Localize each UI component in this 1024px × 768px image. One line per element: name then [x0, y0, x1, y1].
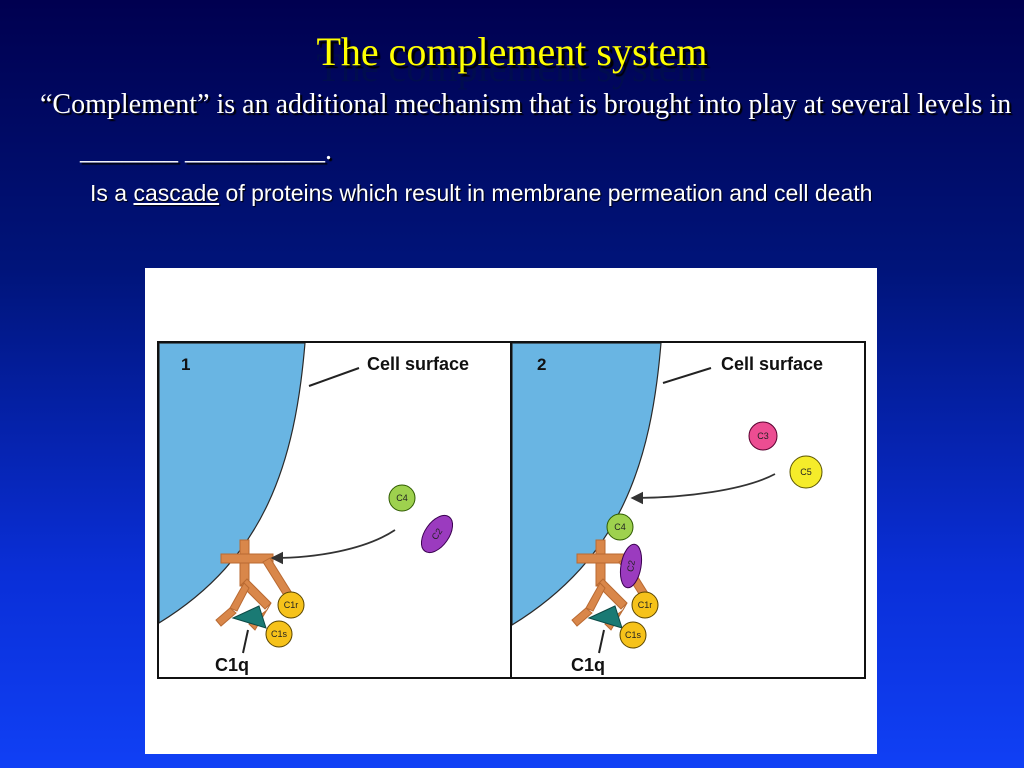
surface-pointer-line	[662, 367, 712, 384]
c5-label: C5	[800, 467, 812, 477]
main-bullet: “Complement” is an additional mechanism …	[40, 89, 1012, 166]
binding-arrow	[270, 529, 396, 565]
title-shadow: The complement system	[316, 45, 708, 90]
c1q-head	[231, 605, 267, 629]
panel-1: 1 Cell surface C1q C1r	[159, 343, 469, 675]
slide-title: The complement system	[316, 29, 708, 74]
cell-surface-label: Cell surface	[367, 354, 469, 374]
c4-protein: C4	[388, 484, 416, 512]
c1r-protein: C1r	[277, 591, 305, 619]
c5-protein: C5	[789, 455, 823, 489]
panel-1-number: 1	[181, 355, 190, 374]
c1q-head	[587, 605, 623, 629]
c1r-protein: C1r	[631, 591, 659, 619]
surface-pointer-line	[308, 367, 360, 387]
complement-diagram: 1 Cell surface C1q C1r	[145, 268, 877, 754]
cascade-link[interactable]: cascade	[133, 180, 220, 206]
c2-protein: C2	[420, 514, 454, 554]
c1q-pointer-line	[598, 629, 605, 654]
c3-label: C3	[757, 431, 769, 441]
panel-2: 2 Cell surface C1q C4	[512, 343, 823, 675]
cell-surface-shape	[159, 343, 306, 624]
c1s-protein: C1s	[619, 621, 647, 649]
c4-label: C4	[614, 522, 626, 532]
c1q-pointer-line	[242, 629, 249, 654]
c1s-protein: C1s	[265, 620, 293, 648]
sub-bullet-text-before: Is a	[90, 180, 134, 206]
c4-protein: C4	[606, 513, 634, 541]
c1r-label: C1r	[638, 600, 653, 610]
cell-surface-label: Cell surface	[721, 354, 823, 374]
c4-label: C4	[396, 493, 408, 503]
sub-bullet: Is a cascade of proteins which result in…	[90, 177, 1022, 209]
c1s-label: C1s	[271, 629, 288, 639]
c1s-label: C1s	[625, 630, 642, 640]
complement-diagram-svg: 1 Cell surface C1q C1r	[157, 341, 866, 679]
c1q-label: C1q	[571, 655, 605, 675]
c1q-label: C1q	[215, 655, 249, 675]
cell-surface-shape	[512, 343, 662, 626]
panel-2-number: 2	[537, 355, 546, 374]
c2-protein: C2	[619, 543, 643, 589]
binding-arrow	[630, 473, 776, 505]
c3-protein: C3	[748, 421, 778, 451]
c1r-label: C1r	[284, 600, 299, 610]
c2-label: C2	[625, 559, 637, 572]
sub-bullet-text-after: of proteins which result in membrane per…	[219, 180, 873, 206]
